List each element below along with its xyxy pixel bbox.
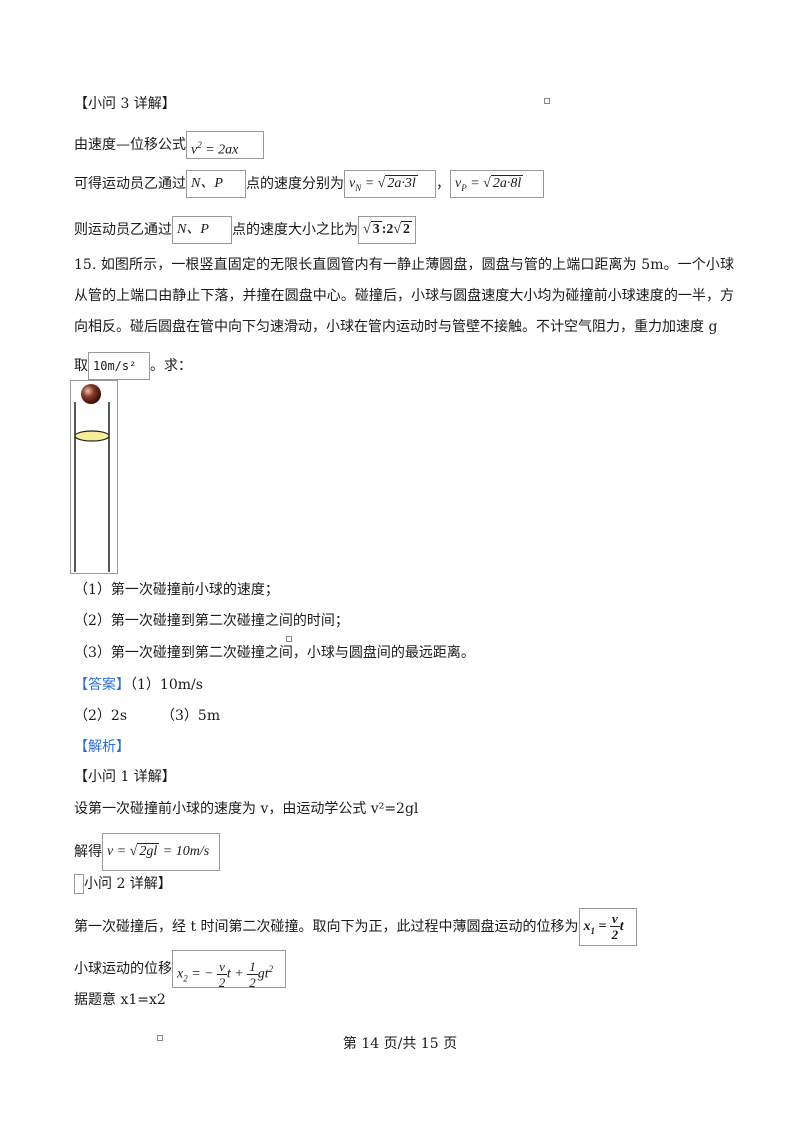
q2-text: 第一次碰撞后，经 t 时间第二次碰撞。取向下为正，此过程中薄圆盘运动的位移为 bbox=[74, 919, 579, 935]
q3-text: 由速度—位移公式 bbox=[74, 137, 186, 153]
q2-condition: 据题意 x1=x2 bbox=[74, 992, 166, 1008]
answer-line-2: （2）2s （3）5m bbox=[74, 706, 220, 726]
solve-text: 解得 bbox=[74, 844, 102, 860]
problem-15-text: 15. 如图所示，一根竖直固定的无限长直圆管内有一静止薄圆盘，圆盘与管的上端口距… bbox=[74, 257, 734, 335]
answer-3: （3）5m bbox=[161, 708, 221, 724]
points-np-box: N、P bbox=[172, 216, 232, 244]
page-footer: 第 14 页/共 15 页 bbox=[342, 1036, 458, 1052]
figure-frame bbox=[70, 380, 118, 574]
formula-g: 10m/s² bbox=[88, 352, 150, 380]
formula-vp: vP = √2a·8l bbox=[450, 170, 544, 198]
points-np-box: N、P bbox=[186, 170, 246, 198]
q1-heading: 【小问 1 详解】 bbox=[74, 769, 176, 785]
answer-1: （1）10m/s bbox=[130, 677, 203, 693]
sub-question-3: （3）第一次碰撞到第二次碰撞之间，小球与圆盘间的最远距离。 bbox=[74, 645, 475, 661]
take-text: 取 bbox=[74, 358, 88, 374]
q2-heading-line: 小问 2 详解】 bbox=[74, 874, 172, 894]
answer-2: （2）2s bbox=[74, 708, 127, 724]
scan-mark bbox=[544, 98, 550, 104]
scan-mark bbox=[286, 636, 292, 642]
q3-heading: 【小问 3 详解】 bbox=[74, 96, 176, 112]
answer-tag: 【答案】 bbox=[74, 677, 130, 693]
q3-text: 点的速度分别为 bbox=[246, 176, 344, 192]
sub-question-2: （2）第一次碰撞到第二次碰撞之间的时间； bbox=[74, 613, 349, 629]
sub-question-1: （1）第一次碰撞前小球的速度； bbox=[74, 582, 279, 598]
comma: ， bbox=[436, 176, 450, 192]
formula-ratio: √3:2√2 bbox=[358, 216, 416, 244]
q1-statement: 设第一次碰撞前小球的速度为 v，由运动学公式 v²=2gl bbox=[74, 801, 419, 817]
bracket-box bbox=[74, 874, 84, 894]
q3-text: 可得运动员乙通过 bbox=[74, 176, 186, 192]
q2-text: 小球运动的位移 bbox=[74, 961, 172, 977]
formula-v-result: v = √2gl = 10m/s bbox=[102, 833, 220, 871]
request-text: 。求： bbox=[150, 358, 192, 374]
formula-vn: vN = √2a·3l bbox=[344, 170, 436, 198]
q2-heading: 小问 2 详解】 bbox=[84, 876, 172, 892]
ball bbox=[81, 384, 101, 404]
q3-text: 则运动员乙通过 bbox=[74, 222, 172, 238]
formula-v2-2ax: v2 = 2ax bbox=[186, 131, 264, 159]
answer-line: 【答案】（1）10m/s bbox=[74, 675, 203, 695]
disk bbox=[74, 430, 110, 442]
q3-text: 点的速度大小之比为 bbox=[232, 222, 358, 238]
analysis-tag: 【解析】 bbox=[74, 739, 130, 755]
scan-mark bbox=[157, 1035, 163, 1041]
tube-figure bbox=[70, 380, 118, 574]
